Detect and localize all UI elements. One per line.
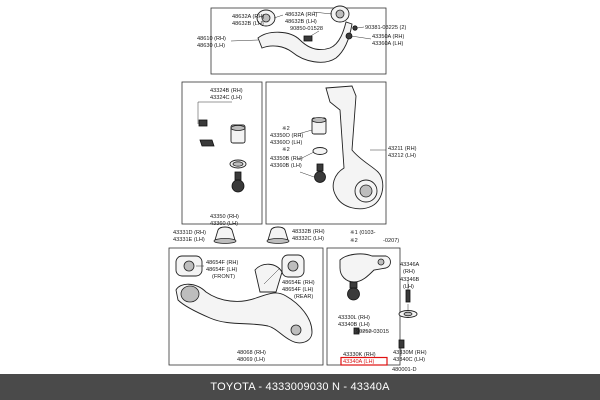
lower-ball-joint-assembly <box>339 253 418 356</box>
knuckle-snap-ring <box>312 147 328 155</box>
label-43340c: 43340C (LH) <box>393 357 425 363</box>
part-highlight-box <box>340 356 388 366</box>
label-rear: (REAR) <box>294 294 313 300</box>
knuckle-assembly <box>297 85 386 210</box>
label-90381: 90381-03225 (2) <box>365 25 407 31</box>
lower-ball-joint-hole <box>377 258 385 266</box>
label-48632a-left: 48632A (RH) <box>232 14 264 20</box>
part-number-footer: TOYOTA - 4333009030 N - 43340A <box>0 374 600 400</box>
label-note-2a: ※2 <box>282 125 290 132</box>
label-43350b: 43350B (RH) <box>270 156 303 162</box>
lower-arm-assembly <box>175 254 313 344</box>
label-480001d: 480001-D <box>392 367 417 373</box>
label-90850: 90850-01528 <box>290 26 323 32</box>
label-43340a-highlighted: 43340A (LH) <box>343 359 375 365</box>
label-43340b: 43340B (LH) <box>338 322 370 328</box>
knuckle-stud <box>316 163 324 172</box>
label-43350o: 43350O (RH) <box>270 133 303 139</box>
ball-joint-snap-ring-inner <box>232 161 244 167</box>
label-43346b: 43346B <box>400 277 420 283</box>
label-48654f-rh: 48654F (RH) <box>206 260 238 266</box>
lower-arm-ball-seat <box>290 324 302 336</box>
lower-dust-cover-left <box>214 226 236 241</box>
label-48069: 48069 (LH) <box>237 357 265 363</box>
upper-arm-box <box>210 7 387 75</box>
label-note-2b: ※2 <box>282 146 290 153</box>
knuckle-ball <box>314 171 326 183</box>
label-43324c: 43324C (LH) <box>210 95 242 101</box>
label-48654e-rh: 48654E (RH) <box>282 280 315 286</box>
ball-joint-stud <box>234 171 242 181</box>
label-43330k: 43330K (RH) <box>343 352 376 358</box>
label-43360b: 43360B (LH) <box>270 163 302 169</box>
label-48630: 48630 (LH) <box>197 43 225 49</box>
label-43346a: 43346A <box>400 262 420 268</box>
label-48632a-right: 48632A (RH) <box>285 12 317 18</box>
ball-joint-boot-top <box>230 125 246 131</box>
upper-arm-bushing-left-core <box>261 13 271 23</box>
label-90252: 90252-03015 <box>356 329 389 335</box>
label-43360: 43360 (LH) <box>210 221 238 227</box>
label-48632b-left: 48632B (LH) <box>232 21 264 27</box>
ball-joint-box <box>181 81 263 225</box>
label-43330m: 43330M (RH) <box>393 350 427 356</box>
ball-joint-ball <box>231 179 245 193</box>
lower-ball-joint-nut <box>353 327 360 335</box>
label-48068: 48068 (RH) <box>237 350 266 356</box>
label-note-1: ※1 (0103- <box>350 229 376 236</box>
knuckle-hub-bore-inner <box>359 184 373 198</box>
knuckle-box <box>265 81 387 225</box>
lower-dust-cover-right <box>267 226 289 241</box>
label-48332b: 48332B (RH) <box>292 229 325 235</box>
lower-arm-bushing-rear-core <box>287 260 299 272</box>
label-48654f-lh: 48654F (LH) <box>206 267 238 273</box>
label-48654f-lh-rear: 48654F (LH) <box>282 287 314 293</box>
knuckle-boot-top <box>311 117 327 123</box>
label-43212: 43212 (LH) <box>388 153 416 159</box>
ball-joint-kit <box>197 101 247 193</box>
label-43324b: 43324B (RH) <box>210 88 243 94</box>
label-43360a: 43360A (LH) <box>372 41 404 47</box>
steering-knuckle <box>325 85 384 210</box>
lower-arm-bushing-front-core <box>183 260 195 272</box>
label-0207: -0207) <box>383 238 399 244</box>
label-43346a-rh: (RH) <box>403 269 415 275</box>
upper-arm-assembly <box>230 5 372 63</box>
lower-arm-front-eye <box>180 285 200 303</box>
upper-bolt <box>352 25 358 31</box>
ball-joint-clip <box>199 139 215 147</box>
lower-ball-joint-ball <box>347 287 360 301</box>
label-43331e: 43331E (LH) <box>173 237 205 243</box>
lower-ball-joint-washer-hole <box>403 311 413 317</box>
upper-control-arm <box>257 21 353 63</box>
lower-ball-joint <box>339 253 391 283</box>
lower-arm-rear-mount <box>254 263 283 293</box>
lower-ball-joint-bolt <box>405 289 411 303</box>
footer-text: TOYOTA - 4333009030 N - 43340A <box>210 381 390 393</box>
label-43360o: 43360O (LH) <box>270 140 302 146</box>
suspension-parts-diagram: 48632A (RH) 48632B (LH) 48632A (RH) 4863… <box>168 5 427 373</box>
label-43331d: 43331D (RH) <box>173 230 206 236</box>
label-48632b-right: 48632B (LH) <box>285 19 317 25</box>
label-43346b-lh: (LH) <box>403 284 414 290</box>
label-48332c: 48332C (LH) <box>292 236 324 242</box>
label-43350: 43350 (RH) <box>210 214 239 220</box>
lower-ball-joint-stud <box>349 281 358 289</box>
lower-dust-cover-right-base <box>266 238 290 244</box>
label-43330l: 43330L (RH) <box>338 315 370 321</box>
label-43211: 43211 (RH) <box>388 146 417 152</box>
lower-ball-joint-cotter <box>398 339 405 349</box>
label-front: (FRONT) <box>212 274 235 280</box>
lower-arm-box <box>168 247 324 366</box>
label-43350a: 43350A (RH) <box>372 34 404 40</box>
lower-control-arm <box>175 283 313 344</box>
label-note-2: ※2 <box>350 237 358 244</box>
upper-arm-bushing-right-core <box>335 9 345 19</box>
ball-joint-nut <box>198 119 208 127</box>
lower-dust-cover-left-base <box>213 238 237 244</box>
label-48610: 48610 (RH) <box>197 36 226 42</box>
upper-arm-clip <box>303 35 313 42</box>
